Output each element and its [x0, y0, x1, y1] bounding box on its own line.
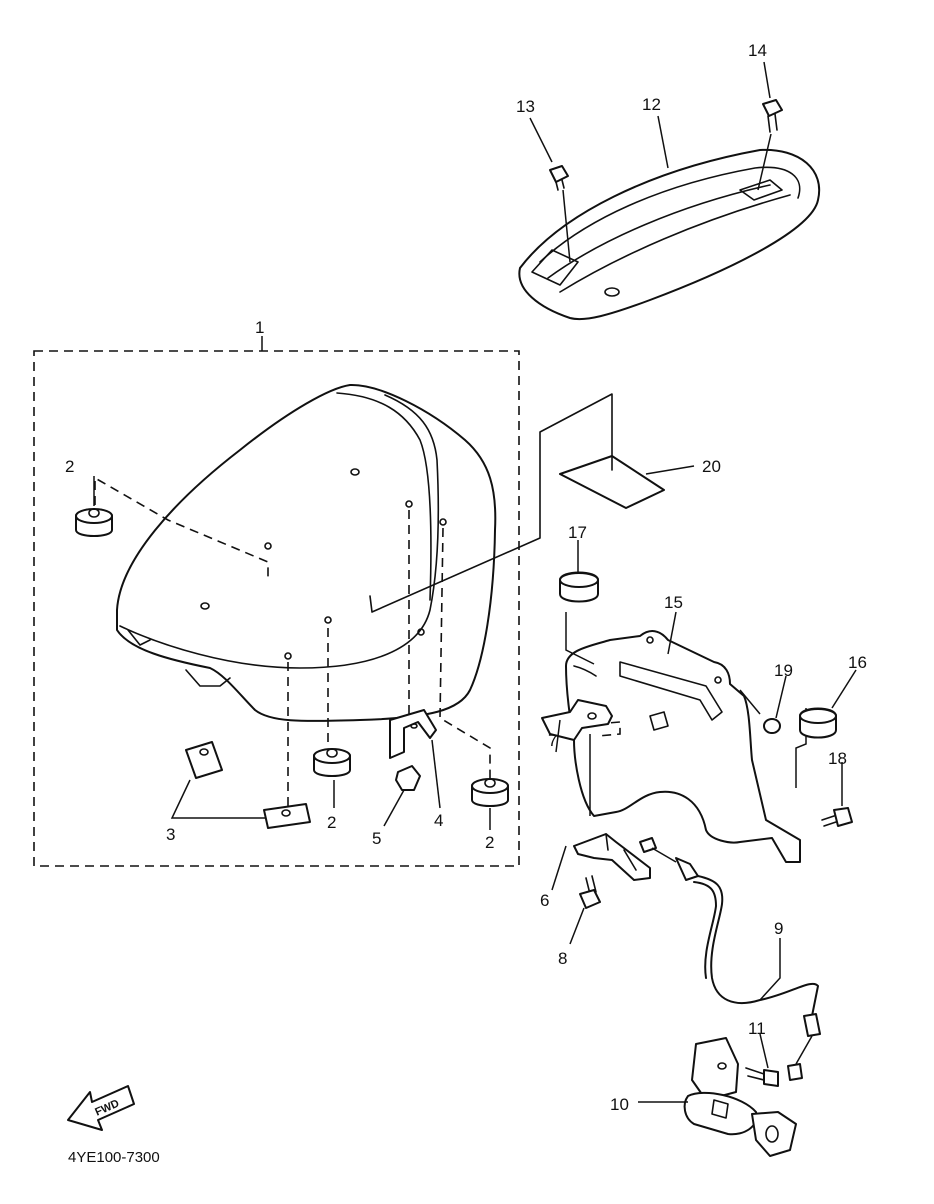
- part-number-5: 5: [372, 829, 381, 848]
- lock-cable-9: [639, 837, 821, 1081]
- nut-3-lower: [263, 803, 311, 829]
- bolt-11: [745, 1067, 779, 1087]
- part-number-12: 12: [642, 95, 661, 114]
- label-sheet: [369, 393, 665, 613]
- damper-2-left: [75, 508, 113, 537]
- part-number-14: 14: [748, 41, 767, 60]
- part-number-7: 7: [548, 731, 557, 750]
- bolt-8: [579, 875, 601, 909]
- lock-bracket-plate: [565, 630, 801, 863]
- part-number-18: 18: [828, 749, 847, 768]
- part-number-20: 20: [702, 457, 721, 476]
- bolt-14: [757, 99, 783, 191]
- part-number-19: 19: [774, 661, 793, 680]
- part-number-2-center: 2: [327, 813, 336, 832]
- part-number-6: 6: [540, 891, 549, 910]
- grommet-16: [799, 707, 837, 739]
- part-number-8: 8: [558, 949, 567, 968]
- part-number-15: 15: [664, 593, 683, 612]
- part-number-1: 1: [255, 318, 264, 337]
- part-number-labels: 1 2 2 2 3 4 5 6 7 8 9 10 11 12 13 14 15 …: [65, 41, 867, 1114]
- screw-19: [763, 718, 781, 734]
- seat: [116, 383, 497, 722]
- bolt-13: [549, 165, 571, 263]
- part-number-17: 17: [568, 523, 587, 542]
- part-number-3: 3: [166, 825, 175, 844]
- part-number-4: 4: [434, 811, 443, 830]
- bolt-18: [821, 807, 853, 827]
- part-number-9: 9: [774, 919, 783, 938]
- part-number-11: 11: [748, 1019, 766, 1038]
- bracket-4: [389, 709, 437, 759]
- nut-5: [395, 765, 421, 791]
- diagram-code: 4YE100-7300: [68, 1149, 160, 1166]
- part-number-2-right: 2: [485, 833, 494, 852]
- part-number-10: 10: [610, 1095, 629, 1114]
- part-number-16: 16: [848, 653, 867, 672]
- part-number-13: 13: [516, 97, 535, 116]
- grommet-17: [559, 571, 599, 603]
- nut-3-upper: [185, 741, 223, 779]
- damper-2-center: [313, 748, 351, 777]
- assembly-lines: [94, 476, 491, 808]
- seat-assembly-boundary: [33, 350, 520, 867]
- leader-lines: [93, 61, 857, 1103]
- damper-2-right: [471, 778, 509, 807]
- forward-arrow-icon: FWD: [67, 1085, 135, 1131]
- part-number-2-left: 2: [65, 457, 74, 476]
- seat-lock-10: [683, 1037, 797, 1157]
- lock-hook-6: [573, 833, 651, 881]
